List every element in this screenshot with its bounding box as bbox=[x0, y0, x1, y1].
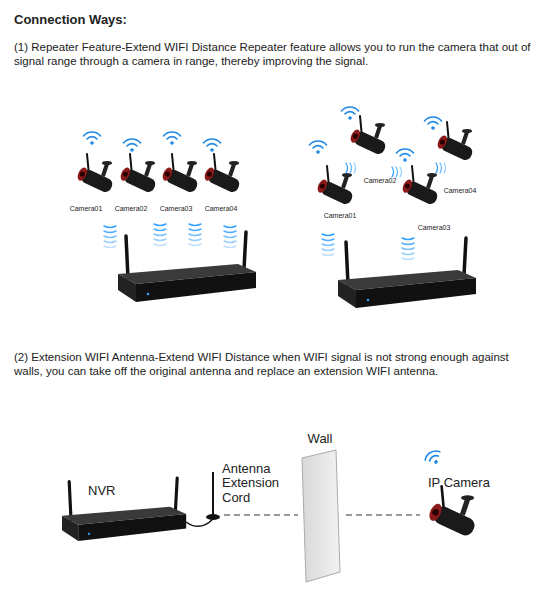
description: (1) Repeater Feature-Extend WIFI Distanc… bbox=[14, 40, 532, 69]
camera-icon bbox=[349, 116, 388, 156]
signal-waves bbox=[322, 234, 334, 256]
signal-waves bbox=[104, 226, 116, 248]
camera-icon bbox=[401, 166, 440, 206]
camera-label: Camera02 bbox=[364, 177, 397, 185]
camera-icon bbox=[161, 154, 200, 194]
signal-waves bbox=[189, 224, 201, 246]
signal-path bbox=[224, 515, 298, 516]
repeater-waves bbox=[436, 163, 446, 173]
camera-icon bbox=[203, 154, 242, 194]
wifi-icon bbox=[342, 107, 359, 120]
camera-label: IP Camera bbox=[428, 476, 490, 490]
wifi-icon bbox=[204, 139, 221, 152]
signal-waves bbox=[402, 238, 414, 260]
antenna-cord bbox=[186, 519, 213, 526]
cord-label: Antenna Extension Cord bbox=[222, 462, 288, 505]
wifi-icon bbox=[124, 139, 141, 152]
magnetic-base bbox=[206, 514, 220, 520]
heading: Connection Ways: bbox=[14, 12, 127, 28]
extension-figure bbox=[62, 448, 477, 582]
repeater-waves bbox=[346, 163, 356, 173]
repeater-right-figure bbox=[310, 107, 477, 308]
camera-label: Camera02 bbox=[115, 205, 148, 213]
signal-waves bbox=[224, 226, 236, 248]
camera-label: Camera01 bbox=[324, 212, 357, 220]
wifi-icon bbox=[425, 117, 442, 130]
wifi-icon bbox=[397, 149, 414, 162]
signal-path bbox=[346, 515, 420, 516]
camera-label: Camera01 bbox=[70, 205, 103, 213]
nvr-label: NVR bbox=[88, 484, 115, 498]
description: (2) Extension WIFI Antenna-Extend WIFI D… bbox=[14, 350, 532, 379]
wall-label: Wall bbox=[308, 432, 333, 446]
camera-label: Camera04 bbox=[444, 187, 477, 195]
camera-icon bbox=[76, 154, 115, 194]
camera-icon bbox=[427, 486, 477, 538]
camera-label: Camera04 bbox=[205, 205, 238, 213]
signal-waves bbox=[154, 224, 166, 246]
camera-icon bbox=[436, 122, 475, 162]
extension-antenna bbox=[212, 472, 214, 514]
wifi-icon bbox=[423, 448, 444, 468]
repeater-waves bbox=[392, 167, 402, 177]
camera-label: Camera03 bbox=[418, 224, 451, 232]
camera-label: Camera03 bbox=[160, 205, 193, 213]
wall-panel bbox=[302, 450, 340, 582]
repeater-left-figure bbox=[76, 132, 256, 302]
wifi-icon bbox=[84, 132, 101, 145]
wifi-icon bbox=[164, 132, 181, 145]
camera-icon bbox=[316, 166, 355, 206]
nvr-device bbox=[118, 232, 256, 302]
wifi-icon bbox=[310, 141, 327, 154]
camera-icon bbox=[119, 154, 158, 194]
nvr-device bbox=[62, 478, 186, 541]
nvr-device bbox=[338, 238, 476, 308]
